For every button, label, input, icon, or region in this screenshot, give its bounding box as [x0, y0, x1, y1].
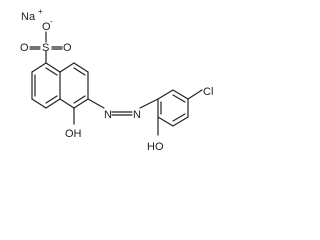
sulfonate-oxygen-right: O	[63, 42, 72, 54]
sulfur-atom: S	[42, 42, 49, 54]
chlorine-substituent: Cl	[187, 86, 213, 100]
sodium-charge: +	[38, 7, 43, 16]
chlorophenol-ring	[157, 89, 189, 127]
structure-canvas: S O - O O Na + OH N N Cl	[20, 7, 213, 153]
phenol-ho-label: HO	[147, 141, 164, 153]
sodium-symbol: Na	[21, 11, 36, 23]
structural-formula: S O - O O Na + OH N N Cl	[20, 7, 213, 153]
sulfonate-negative-charge: -	[50, 17, 53, 26]
azo-nitrogen-2: N	[133, 109, 141, 121]
sulfonate-oxygen-left: O	[20, 42, 29, 54]
naphthalene-left-ring	[31, 62, 61, 109]
azo-linkage: N N	[87, 98, 159, 121]
azo-nitrogen-1: N	[104, 109, 112, 121]
phenol-hydroxyl: HO	[147, 116, 164, 153]
chlorine-label: Cl	[203, 86, 213, 98]
sulfonate-group: S O - O O	[20, 17, 72, 64]
naphthol-oh-label: OH	[65, 128, 82, 140]
sulfonate-oxygen-top: O	[42, 21, 51, 33]
sodium-counterion: Na +	[21, 7, 43, 23]
naphthalene-right-ring	[59, 62, 89, 109]
naphthol-hydroxyl: OH	[65, 107, 82, 140]
